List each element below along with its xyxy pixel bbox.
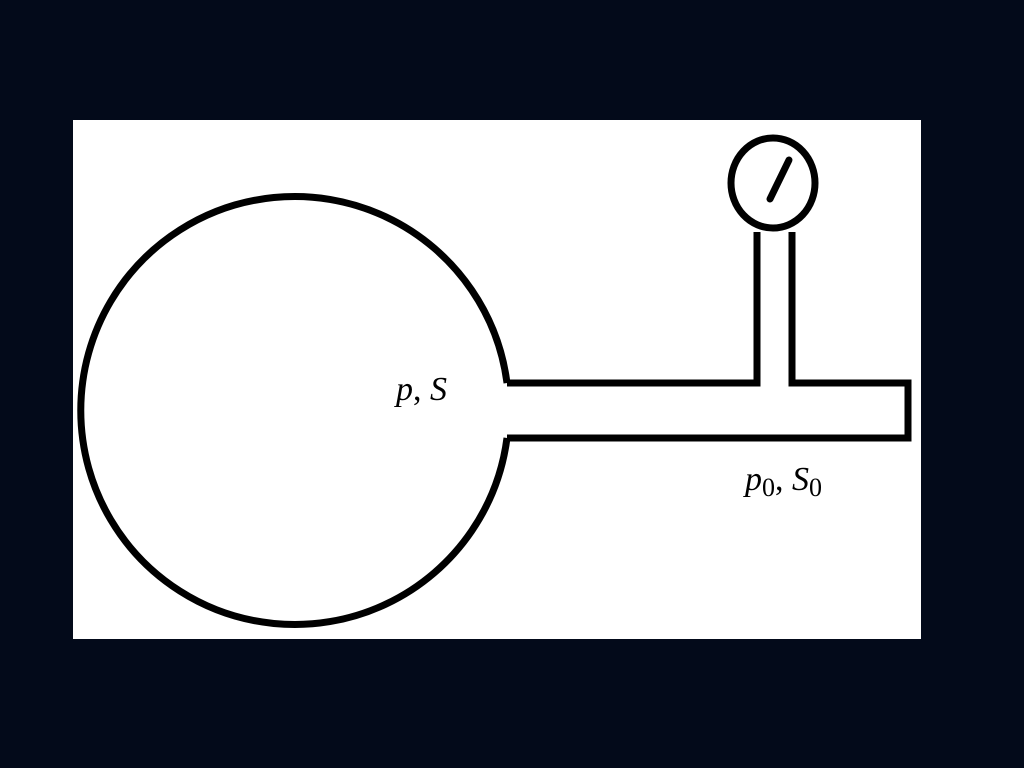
spherical-vessel bbox=[77, 193, 511, 628]
vessel-pressure-symbol: p bbox=[394, 371, 413, 408]
pressure-gauge-icon bbox=[727, 134, 819, 232]
outlet-area-subscript: 0 bbox=[809, 473, 822, 502]
vessel-area-symbol: S bbox=[430, 371, 447, 408]
outlet-label: p0, S0 bbox=[743, 461, 822, 502]
outlet-label-separator: , bbox=[775, 461, 792, 498]
outlet-tube bbox=[507, 232, 912, 442]
vessel-label-separator: , bbox=[413, 371, 430, 408]
outlet-pressure-subscript: 0 bbox=[762, 473, 775, 502]
outlet-area-symbol: S bbox=[792, 461, 809, 498]
outlet-pressure-symbol: p bbox=[743, 461, 762, 498]
gauge-needle bbox=[766, 156, 793, 203]
gauge-dial bbox=[727, 134, 819, 232]
vessel-label: p, S bbox=[394, 371, 447, 408]
